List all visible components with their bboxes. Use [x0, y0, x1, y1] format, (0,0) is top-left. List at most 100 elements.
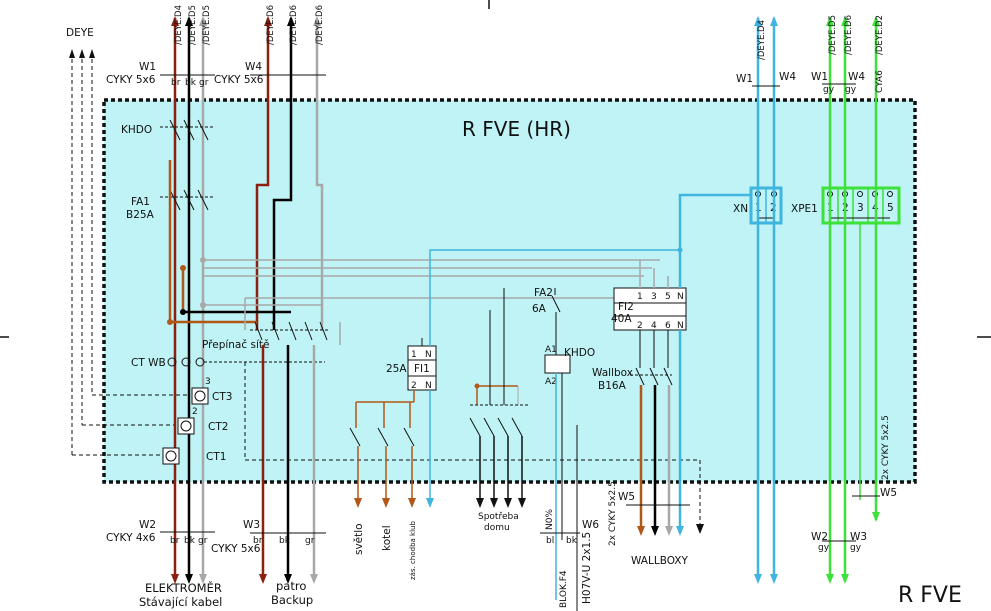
w1-feed-label-3: /DEYE.D5: [202, 5, 212, 45]
kotel-label: kotel: [381, 525, 393, 551]
ctwb-sensor-2: [181, 357, 191, 367]
svg-text:/DEYE.D5: /DEYE.D5: [828, 15, 838, 55]
khdo-relay: [544, 354, 571, 374]
prepinac-label: Přepínač sítě: [202, 339, 269, 351]
svg-text:bl: bl: [546, 536, 554, 546]
elektromer-label: ELEKTROMĚR: [145, 580, 222, 595]
xn-label: XN: [733, 203, 748, 215]
svg-text:1: 1: [411, 350, 417, 360]
deye-label: DEYE: [66, 27, 94, 39]
fa1-rating: B25A: [126, 209, 155, 221]
xpe1-w5: W5: [880, 487, 897, 499]
fi2-rating: 40A: [611, 313, 632, 325]
w1-label: W1: [139, 61, 156, 73]
svg-text:A1: A1: [545, 345, 557, 355]
xn-w4: W4: [779, 71, 796, 83]
svg-text:gr: gr: [199, 78, 209, 88]
svg-text:/DEYE.D6: /DEYE.D6: [315, 5, 325, 45]
svg-text:/DEYE.D6: /DEYE.D6: [844, 15, 854, 55]
svg-text:br: br: [171, 78, 181, 88]
wallbox-label: Wallbox: [592, 367, 633, 379]
svg-text:4: 4: [651, 321, 657, 331]
xpe1-terminal: [821, 186, 901, 225]
khdo2-label: KHDO: [564, 347, 595, 359]
h07-label: H07V-U 2x1.5: [581, 532, 593, 604]
w3-cable: CYKY 5x6: [211, 543, 261, 555]
svg-text:5: 5: [887, 202, 894, 214]
fa2-rating: 6A: [532, 303, 547, 315]
w2-label: W2: [139, 519, 156, 531]
svg-text:/DEYE.D4: /DEYE.D4: [757, 20, 767, 60]
svg-text:gy: gy: [845, 85, 857, 95]
fi1-label: FI1: [414, 363, 430, 375]
ct3-label: CT3: [212, 391, 232, 403]
fi1-rating: 25A: [386, 363, 407, 375]
ctwb-label: CT WB: [131, 357, 166, 369]
ctwb-sensor-1: [167, 357, 177, 367]
w2-cable: CYKY 4x6: [106, 532, 156, 544]
domu-label: domu: [484, 523, 510, 533]
svg-text:3: 3: [205, 377, 211, 387]
panel-title: R FVE (HR): [462, 117, 571, 141]
xpe1-w1: W1: [811, 71, 828, 83]
svg-text:bk: bk: [279, 536, 291, 546]
w1-feed-wires: [173, 18, 205, 581]
svg-text:gy: gy: [818, 543, 830, 553]
ct3-box: [191, 387, 209, 405]
xn-w1: W1: [736, 73, 753, 85]
backup-wires: [261, 345, 316, 581]
svg-text:gy: gy: [823, 85, 835, 95]
fa1-label: FA1: [131, 196, 150, 208]
w1-feed-label-2: /DEYE.D5: [188, 5, 198, 45]
xpe1-w2: W2: [811, 531, 828, 543]
cyky-2x-label: 2x CYKY 5x2.5: [608, 481, 618, 546]
svg-text:2: 2: [411, 381, 417, 391]
ct2-label: CT2: [208, 421, 228, 433]
backup-label: Backup: [271, 593, 313, 607]
khdo-switch: [160, 119, 215, 211]
wallbox-breaker: [630, 330, 682, 532]
w4-cable: CYKY 5x6: [214, 74, 264, 86]
ct1-box: [162, 447, 180, 465]
zas-label: zás. chodba klub: [409, 521, 417, 580]
khdo-label: KHDO: [121, 124, 152, 136]
svg-text:2: 2: [637, 321, 643, 331]
svg-text:3: 3: [857, 202, 864, 214]
svg-text:N: N: [677, 321, 684, 331]
w6-label: W6: [582, 519, 599, 531]
patro-label: patro: [276, 579, 306, 593]
internal-feed-lines: [168, 160, 660, 345]
svg-text:br: br: [170, 536, 180, 546]
svg-text:gr: gr: [198, 536, 208, 546]
corner-title: R FVE: [898, 583, 962, 608]
w1-feed-label-1: /DEYE.D4: [174, 5, 184, 45]
svg-text:1: 1: [637, 292, 643, 302]
svg-text:gr: gr: [305, 536, 315, 546]
xpe1-w4: W4: [848, 71, 865, 83]
svg-text:5: 5: [665, 292, 671, 302]
svg-text:bk: bk: [566, 536, 578, 546]
svg-text:6: 6: [665, 321, 671, 331]
svg-text:br: br: [253, 536, 263, 546]
fi2-box: [613, 287, 687, 331]
ct2-box: [177, 417, 195, 435]
svg-text:/DEYE.D2: /DEYE.D2: [875, 15, 885, 55]
deye-dashed-lines: [71, 52, 190, 456]
svg-text:N: N: [677, 292, 684, 302]
wallboxy-label: WALLBOXY: [631, 555, 688, 567]
svg-text:N: N: [425, 350, 432, 360]
xpe1-wires: [828, 18, 878, 581]
dashed-return: [244, 362, 701, 530]
w4-label: W4: [245, 61, 262, 73]
spotreba-label: Spotřeba: [478, 512, 519, 522]
w5-label: W5: [618, 491, 635, 503]
ct1-label: CT1: [206, 451, 226, 463]
w3-label: W3: [243, 519, 260, 531]
svg-text:2: 2: [192, 407, 198, 417]
svg-text:N0%: N0%: [545, 509, 555, 530]
svg-text:/DEYE.D6: /DEYE.D6: [289, 5, 299, 45]
house-consumption: [469, 288, 528, 505]
blok-label: BLOK.F4: [559, 570, 569, 608]
xpe1-label: XPE1: [791, 203, 818, 215]
